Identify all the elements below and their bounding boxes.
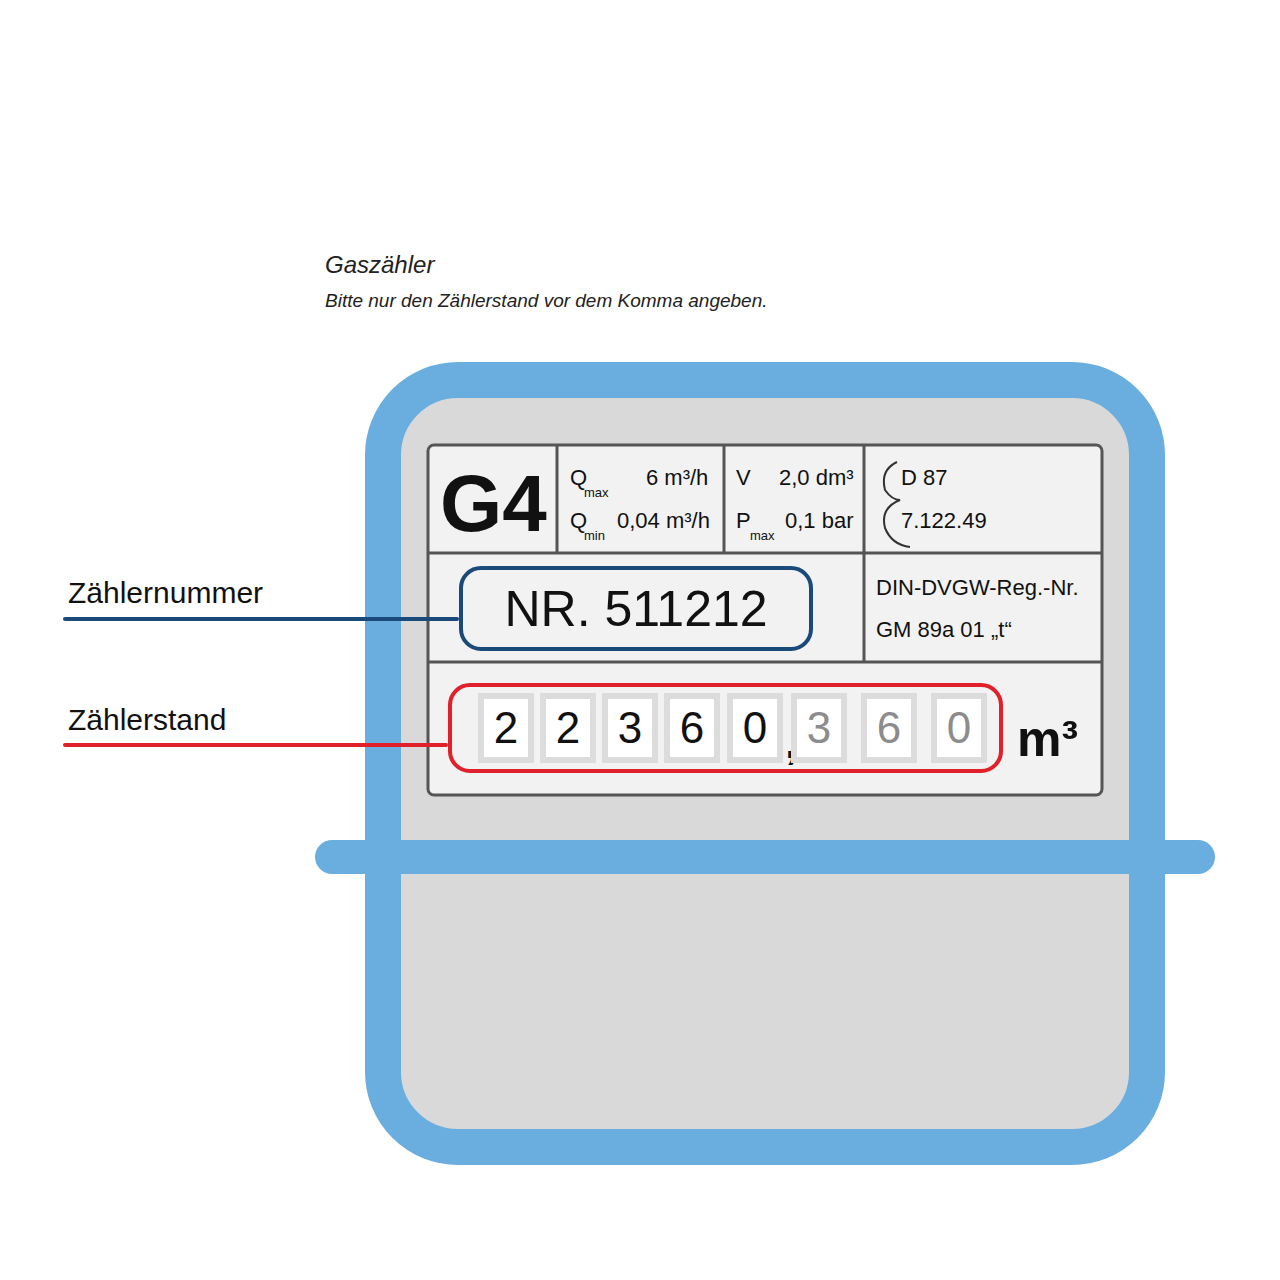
digit-cell: 6	[670, 699, 714, 757]
plate-text: 6 m³/h	[646, 466, 708, 490]
plate-divider	[556, 445, 559, 553]
plate-divider	[428, 661, 1102, 664]
decimal-comma: ,	[785, 717, 798, 768]
nameplate	[428, 445, 1102, 795]
plate-text: max	[584, 486, 609, 500]
plate-text: m³	[1017, 712, 1078, 767]
title: Gaszähler	[325, 252, 434, 278]
plate-text: D 87	[901, 466, 947, 490]
digit-cell: 0	[733, 699, 777, 757]
leader-line	[65, 617, 457, 621]
meter-number-box: NR. 511212	[459, 566, 813, 651]
plate-text: 7.122.49	[901, 509, 987, 533]
decimal-digit-cell: 3	[797, 699, 841, 757]
plate-text: min	[584, 529, 605, 543]
plate-text: max	[750, 529, 775, 543]
plate-text: 0,04 m³/h	[617, 509, 710, 533]
plate-text: DIN-DVGW-Reg.-Nr.	[876, 576, 1079, 600]
digit-cell: 3	[608, 699, 652, 757]
plate-text: 2,0 dm³	[779, 466, 854, 490]
plate-text: GM 89a 01 „t“	[876, 618, 1012, 642]
plate-text: V	[736, 466, 751, 490]
plate-text: G4	[440, 460, 547, 548]
plate-divider	[863, 445, 866, 662]
plate-text: P	[736, 509, 751, 533]
meter-number: NR. 511212	[504, 580, 767, 638]
callout-label: Zählernummer	[68, 576, 263, 609]
leader-line	[65, 743, 446, 747]
meter-housing	[383, 380, 1147, 1147]
caption: Bitte nur den Zählerstand vor dem Komma …	[325, 291, 768, 312]
decimal-digit-cell: 6	[867, 699, 911, 757]
plate-divider	[723, 445, 726, 553]
plate-divider	[428, 552, 1102, 555]
meter-reading-box: 22360,360	[448, 683, 1003, 773]
plate-text: 0,1 bar	[785, 509, 854, 533]
digit-cell: 2	[546, 699, 590, 757]
callout-label: Zählerstand	[68, 703, 226, 736]
housing-band	[332, 840, 1198, 874]
digit-cell: 2	[484, 699, 528, 757]
decimal-digit-cell: 0	[937, 699, 981, 757]
